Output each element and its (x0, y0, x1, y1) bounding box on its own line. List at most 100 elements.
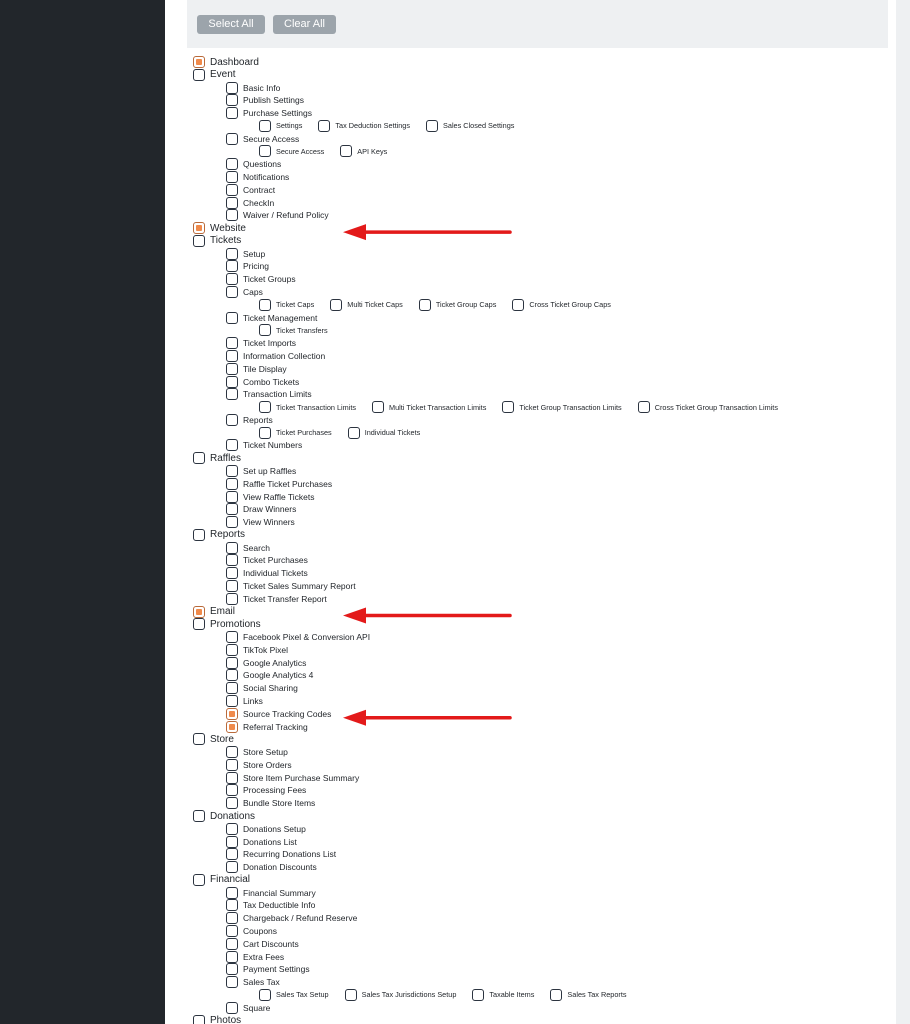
subsection-item[interactable]: CheckIn (226, 196, 274, 209)
sub-option[interactable]: Sales Tax Reports (550, 988, 627, 1001)
subsection-item[interactable]: Draw Winners (226, 503, 296, 516)
subsection-item[interactable]: Recurring Donations List (226, 848, 336, 861)
checkbox-unchecked[interactable] (226, 362, 238, 375)
checkbox-unchecked[interactable] (226, 976, 238, 989)
subsection-item[interactable]: Reports (226, 413, 273, 426)
subsection-item[interactable]: Donations Setup (226, 822, 306, 835)
sub-option[interactable]: Settings (259, 119, 302, 132)
subsection-item[interactable]: Coupons (226, 925, 277, 938)
subsection-item[interactable]: Donation Discounts (226, 861, 317, 874)
checkbox-unchecked[interactable] (226, 746, 238, 759)
sub-option[interactable]: Secure Access (259, 145, 324, 158)
subsection-item[interactable]: Donations List (226, 835, 297, 848)
checkbox-unchecked[interactable] (226, 963, 238, 976)
subsection-item[interactable]: Store Orders (226, 758, 292, 771)
checkbox-unchecked[interactable] (226, 477, 238, 490)
checkbox-unchecked[interactable] (226, 439, 238, 452)
checkbox-unchecked[interactable] (226, 247, 238, 260)
subsection-item[interactable]: Search (226, 541, 270, 554)
section-item[interactable]: Website (193, 222, 246, 235)
checkbox-unchecked[interactable] (226, 643, 238, 656)
sub-option[interactable]: Taxable Items (472, 988, 534, 1001)
sub-option[interactable]: Ticket Group Transaction Limits (502, 401, 622, 414)
checkbox-unchecked[interactable] (193, 733, 205, 746)
checkbox-unchecked[interactable] (226, 413, 238, 426)
subsection-item[interactable]: Processing Fees (226, 784, 306, 797)
checkbox-unchecked[interactable] (226, 541, 238, 554)
sub-option[interactable]: API Keys (340, 145, 387, 158)
checkbox-unchecked[interactable] (418, 298, 431, 311)
checkbox-unchecked[interactable] (226, 503, 238, 516)
subsection-item[interactable]: Referral Tracking (226, 720, 308, 733)
checkbox-unchecked[interactable] (193, 810, 205, 823)
sub-option[interactable]: Sales Tax Setup (259, 988, 329, 1001)
subsection-item[interactable]: Sales Tax (226, 976, 280, 989)
subsection-item[interactable]: Basic Info (226, 81, 280, 94)
subsection-item[interactable]: Financial Summary (226, 886, 316, 899)
checkbox-unchecked[interactable] (637, 401, 650, 414)
subsection-item[interactable]: Ticket Transfer Report (226, 592, 327, 605)
subsection-item[interactable]: Ticket Sales Summary Report (226, 579, 356, 592)
section-item[interactable]: Tickets (193, 234, 241, 247)
checkbox-unchecked[interactable] (226, 132, 238, 145)
checkbox-unchecked[interactable] (226, 464, 238, 477)
checkbox-unchecked[interactable] (259, 145, 271, 158)
sub-option[interactable]: Multi Ticket Transaction Limits (372, 401, 486, 414)
checkbox-unchecked[interactable] (550, 988, 563, 1001)
subsection-item[interactable]: Store Setup (226, 746, 288, 759)
sub-option[interactable]: Individual Tickets (347, 426, 420, 439)
checkbox-checked[interactable] (226, 707, 238, 720)
checkbox-unchecked[interactable] (259, 119, 271, 132)
checkbox-unchecked[interactable] (259, 401, 271, 414)
checkbox-unchecked[interactable] (226, 158, 238, 171)
subsection-item[interactable]: Caps (226, 286, 263, 299)
checkbox-unchecked[interactable] (502, 401, 515, 414)
checkbox-unchecked[interactable] (472, 988, 485, 1001)
checkbox-unchecked[interactable] (193, 68, 205, 81)
checkbox-unchecked[interactable] (226, 516, 238, 529)
checkbox-unchecked[interactable] (226, 209, 238, 222)
subsection-item[interactable]: Individual Tickets (226, 567, 308, 580)
subsection-item[interactable]: Combo Tickets (226, 375, 299, 388)
checkbox-unchecked[interactable] (226, 286, 238, 299)
section-item[interactable]: Email (193, 605, 235, 618)
checkbox-unchecked[interactable] (226, 1001, 238, 1014)
checkbox-unchecked[interactable] (193, 618, 205, 631)
sub-option[interactable]: Ticket Transfers (259, 324, 328, 337)
checkbox-unchecked[interactable] (226, 861, 238, 874)
section-item[interactable]: Reports (193, 528, 245, 541)
checkbox-unchecked[interactable] (226, 273, 238, 286)
section-item[interactable]: Promotions (193, 618, 261, 631)
subsection-item[interactable]: Secure Access (226, 132, 299, 145)
checkbox-unchecked[interactable] (226, 925, 238, 938)
checkbox-unchecked[interactable] (226, 567, 238, 580)
checkbox-unchecked[interactable] (226, 835, 238, 848)
checkbox-unchecked[interactable] (226, 950, 238, 963)
checkbox-unchecked[interactable] (226, 183, 238, 196)
checkbox-unchecked[interactable] (259, 298, 271, 311)
checkbox-unchecked[interactable] (226, 554, 238, 567)
checkbox-unchecked[interactable] (226, 848, 238, 861)
subsection-item[interactable]: Transaction Limits (226, 388, 312, 401)
subsection-item[interactable]: Notifications (226, 171, 289, 184)
subsection-item[interactable]: Purchase Settings (226, 107, 312, 120)
sub-option[interactable]: Ticket Transaction Limits (259, 401, 356, 414)
subsection-item[interactable]: Ticket Imports (226, 337, 296, 350)
checkbox-unchecked[interactable] (259, 988, 271, 1001)
checkbox-unchecked[interactable] (193, 873, 205, 886)
subsection-item[interactable]: Google Analytics 4 (226, 669, 313, 682)
sub-option[interactable]: Ticket Purchases (259, 426, 332, 439)
select-all-button[interactable]: Select All (197, 15, 265, 34)
section-item[interactable]: Store (193, 733, 234, 746)
checkbox-checked[interactable] (193, 605, 205, 618)
subsection-item[interactable]: Google Analytics (226, 656, 306, 669)
subsection-item[interactable]: Source Tracking Codes (226, 707, 331, 720)
checkbox-unchecked[interactable] (193, 452, 205, 465)
checkbox-unchecked[interactable] (226, 771, 238, 784)
subsection-item[interactable]: Contract (226, 183, 275, 196)
subsection-item[interactable]: Questions (226, 158, 281, 171)
checkbox-unchecked[interactable] (226, 784, 238, 797)
subsection-item[interactable]: Facebook Pixel & Conversion API (226, 631, 370, 644)
subsection-item[interactable]: Ticket Groups (226, 273, 296, 286)
subsection-item[interactable]: Set up Raffles (226, 464, 296, 477)
